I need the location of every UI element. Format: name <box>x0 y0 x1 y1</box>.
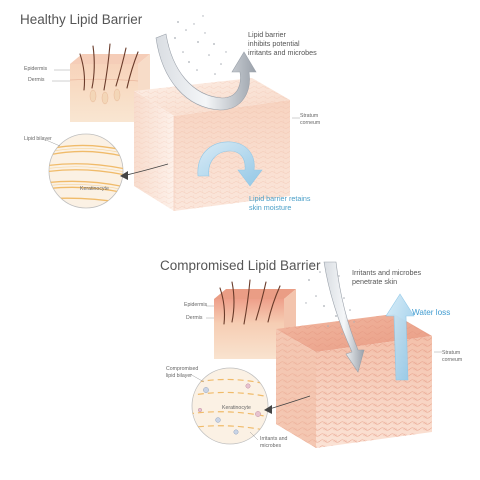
inhibits-line-3: irritants and microbes <box>248 48 317 57</box>
healthy-deflect-arrow <box>155 33 257 111</box>
inhibits-line-2: inhibits potential <box>248 39 300 48</box>
penetrate-line-2: penetrate skin <box>352 277 398 286</box>
healthy-mini-skin-block <box>52 43 150 122</box>
compromised-epidermis-label: Epidermis <box>184 302 208 308</box>
retains-line-2: skin moisture <box>249 203 292 212</box>
healthy-stratum-line: Stratum <box>300 113 319 119</box>
healthy-stratum-corneum-label: Stratum corneum <box>300 113 320 126</box>
healthy-retains-label: Lipid barrier retains skin moisture <box>249 194 311 212</box>
compromised-lipid-bilayer-label: Compromised lipid bilayer <box>166 366 198 379</box>
compromised-lipid-callout <box>189 367 311 445</box>
healthy-title: Healthy Lipid Barrier <box>20 12 143 27</box>
inhibits-line-1: Lipid barrier <box>248 30 286 39</box>
compromised-title: Compromised Lipid Barrier <box>160 258 321 273</box>
healthy-dermis-label: Dermis <box>28 77 45 83</box>
compromised-dermis-label: Dermis <box>186 315 203 321</box>
healthy-inhibits-label: Lipid barrier inhibits potential irritan… <box>248 30 317 57</box>
compromised-keratinocyte-label: Keratinocyte <box>222 405 251 411</box>
irritants-line-1: Irritants and <box>260 436 288 442</box>
compromised-skin-cube <box>276 314 442 448</box>
healthy-lipid-bilayer-label: Lipid bilayer <box>24 136 52 142</box>
compromised-particles <box>305 263 355 335</box>
water-loss-label: Water loss <box>412 308 451 317</box>
penetrate-line-1: Irritants and microbes <box>352 268 422 277</box>
retains-line-1: Lipid barrier retains <box>249 194 311 203</box>
healthy-epidermis-label: Epidermis <box>24 66 48 72</box>
irritants-microbes-label: Irritants and microbes <box>260 436 287 449</box>
compromised-stratum-line: Stratum <box>442 350 461 356</box>
water-loss-arrow <box>385 293 415 381</box>
healthy-corneum-line: corneum <box>300 119 321 126</box>
healthy-moisture-arrow <box>197 141 263 187</box>
compromised-penetrate-label: Irritants and microbes penetrate skin <box>352 268 421 286</box>
compromised-corneum-line: corneum <box>442 356 463 363</box>
healthy-keratinocyte-label: Keratinocyte <box>80 186 109 192</box>
compromised-line-1: Compromised <box>166 366 199 372</box>
compromised-penetrate-arrow <box>323 261 365 373</box>
irritants-line-2: microbes <box>260 442 282 449</box>
compromised-line-2: lipid bilayer <box>166 372 192 379</box>
compromised-stratum-corneum-label: Stratum corneum <box>442 350 462 363</box>
